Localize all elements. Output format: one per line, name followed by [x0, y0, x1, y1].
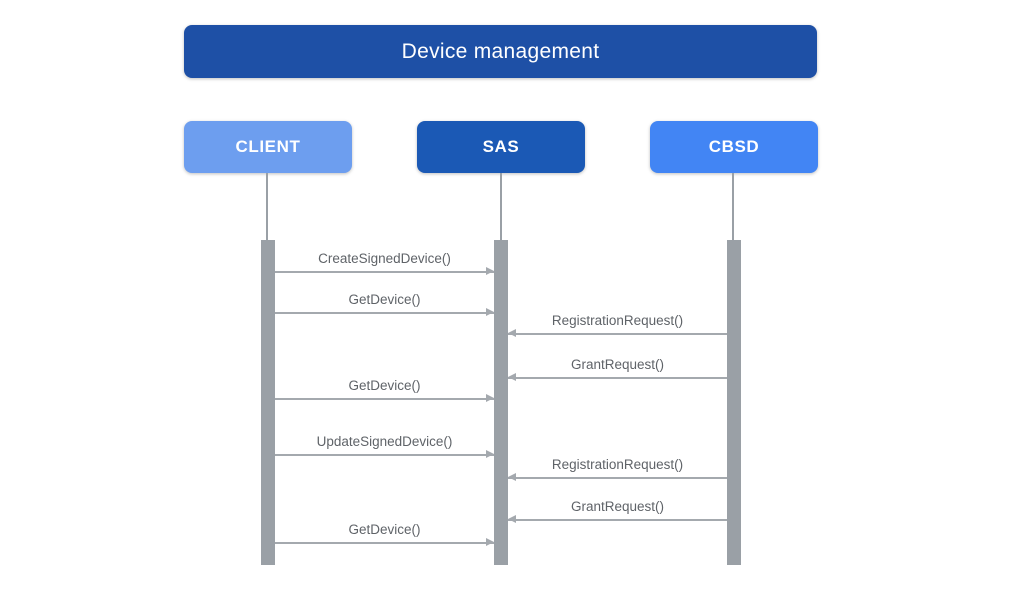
message-arrow-right — [275, 308, 494, 316]
message-registration-request-1: RegistrationRequest() — [508, 313, 727, 337]
message-arrow-right — [275, 450, 494, 458]
message-get-device-2: GetDevice() — [275, 378, 494, 402]
message-label: GetDevice() — [348, 292, 421, 307]
message-arrow-left — [508, 329, 727, 337]
arrowhead-right-icon — [486, 308, 494, 316]
diagram-title-label: Device management — [401, 39, 600, 63]
arrowhead-left-icon — [508, 473, 516, 481]
actor-cbsd-label: CBSD — [708, 137, 760, 156]
message-label: GetDevice() — [348, 378, 421, 393]
message-label: UpdateSignedDevice() — [316, 434, 453, 449]
message-arrow-left — [508, 515, 727, 523]
activation-bar-cbsd — [727, 240, 741, 565]
actor-sas: SAS — [417, 121, 585, 173]
arrowhead-left-icon — [508, 373, 516, 381]
message-grant-request-2: GrantRequest() — [508, 499, 727, 523]
message-arrow-right — [275, 538, 494, 546]
message-label: RegistrationRequest() — [551, 457, 684, 472]
actor-client-label: CLIENT — [235, 137, 301, 156]
message-arrow-left — [508, 473, 727, 481]
actor-sas-label: SAS — [482, 137, 520, 156]
message-update-signed-device: UpdateSignedDevice() — [275, 434, 494, 458]
message-label: GrantRequest() — [570, 499, 665, 514]
arrowhead-right-icon — [486, 267, 494, 275]
diagram-title: Device management — [184, 25, 817, 78]
message-create-signed-device: CreateSignedDevice() — [275, 251, 494, 275]
actor-cbsd: CBSD — [650, 121, 818, 173]
message-arrow-left — [508, 373, 727, 381]
lifeline-cbsd — [732, 173, 734, 240]
message-label: CreateSignedDevice() — [318, 251, 451, 266]
message-get-device-1: GetDevice() — [275, 292, 494, 316]
actor-client: CLIENT — [184, 121, 352, 173]
arrowhead-right-icon — [486, 450, 494, 458]
message-label: GetDevice() — [348, 522, 421, 537]
arrowhead-right-icon — [486, 538, 494, 546]
message-registration-request-2: RegistrationRequest() — [508, 457, 727, 481]
lifeline-sas — [500, 173, 502, 240]
message-arrow-right — [275, 267, 494, 275]
activation-bar-sas — [494, 240, 508, 565]
message-label: GrantRequest() — [570, 357, 665, 372]
arrowhead-left-icon — [508, 329, 516, 337]
message-label: RegistrationRequest() — [551, 313, 684, 328]
lifeline-client — [266, 173, 268, 240]
arrowhead-left-icon — [508, 515, 516, 523]
message-arrow-right — [275, 394, 494, 402]
activation-bar-client — [261, 240, 275, 565]
message-get-device-3: GetDevice() — [275, 522, 494, 546]
arrowhead-right-icon — [486, 394, 494, 402]
message-grant-request-1: GrantRequest() — [508, 357, 727, 381]
